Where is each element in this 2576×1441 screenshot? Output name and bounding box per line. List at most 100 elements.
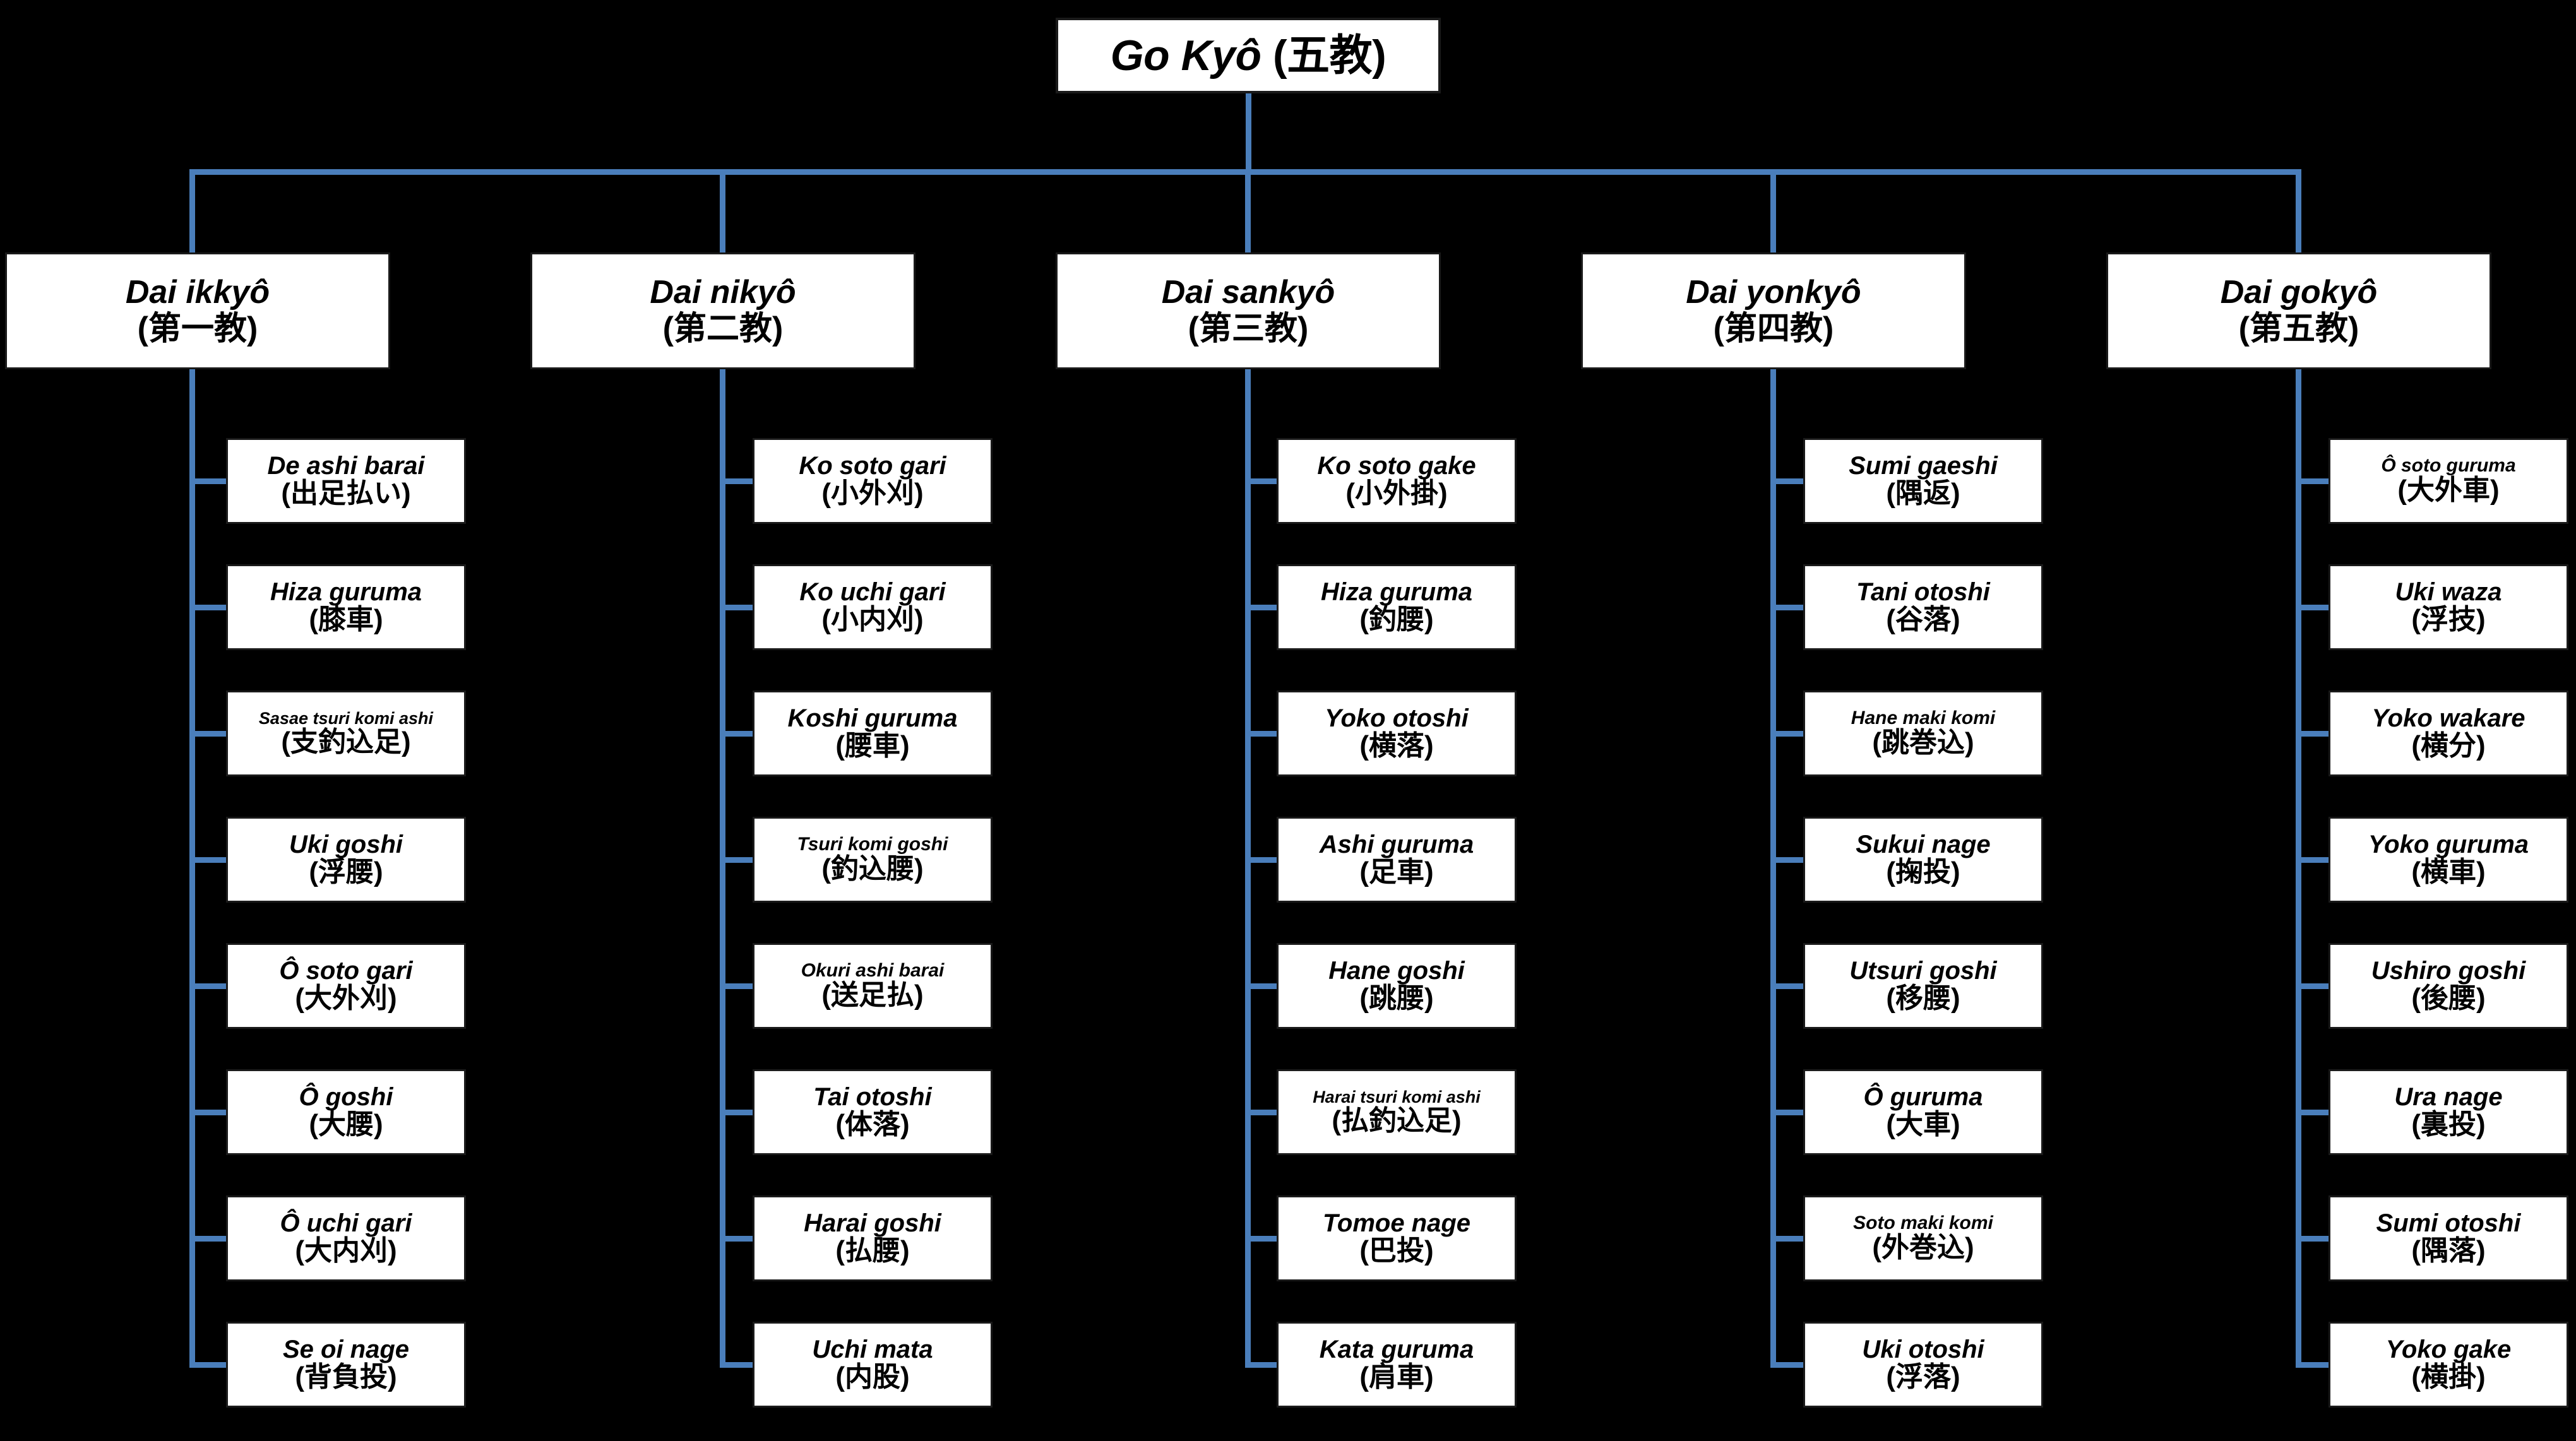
technique-node-5-4[interactable]: Yoko guruma(横車) [2329,817,2568,903]
technique-node-4-6[interactable]: Ô guruma(大車) [1803,1069,2043,1155]
category-node-2[interactable]: Dai nikyô(第二教) [530,252,915,369]
technique-node-3-4[interactable]: Ashi guruma(足車) [1277,817,1517,903]
technique-node-3-5[interactable]: Hane goshi(跳腰) [1277,943,1517,1029]
connector-stub-2-2 [720,605,753,610]
technique-node-5-8[interactable]: Yoko gake(横掛) [2329,1322,2568,1408]
technique-romaji-4-1: Sumi gaeshi [1849,452,1998,480]
connector-stub-4-2 [1770,605,1803,610]
technique-romaji-3-5: Hane goshi [1328,957,1465,985]
technique-node-1-2[interactable]: Hiza guruma(膝車) [226,564,466,650]
technique-romaji-4-3: Hane maki komi [1851,708,1996,729]
category-romaji-3: Dai sankyô [1161,274,1335,311]
technique-kanji-4-7: (外巻込) [1872,1232,1974,1264]
technique-romaji-3-7: Tomoe nage [1322,1209,1471,1238]
technique-kanji-4-8: (浮落) [1886,1361,1960,1393]
technique-node-5-7[interactable]: Sumi otoshi(隅落) [2329,1195,2568,1281]
connector-bus-to-category-4 [1770,169,1776,252]
technique-node-2-7[interactable]: Harai goshi(払腰) [753,1195,993,1281]
technique-kanji-5-3: (横分) [2411,730,2486,762]
technique-kanji-3-4: (足車) [1359,857,1434,888]
root-node-label: Go Kyô (五教) [1110,31,1386,80]
technique-node-1-5[interactable]: Ô soto gari(大外刈) [226,943,466,1029]
technique-kanji-2-4: (釣込腰) [821,853,924,885]
technique-node-4-3[interactable]: Hane maki komi(跳巻込) [1803,691,2043,776]
connector-stub-1-4 [189,857,226,863]
technique-romaji-5-8: Yoko gake [2385,1336,2512,1364]
connector-stub-3-8 [1245,1362,1277,1368]
category-node-5[interactable]: Dai gokyô(第五教) [2106,252,2491,369]
technique-node-4-5[interactable]: Utsuri goshi(移腰) [1803,943,2043,1029]
technique-node-2-3[interactable]: Koshi guruma(腰車) [753,691,993,776]
technique-node-1-3[interactable]: Sasae tsuri komi ashi(支釣込足) [226,691,466,776]
technique-node-1-1[interactable]: De ashi barai(出足払い) [226,438,466,524]
technique-node-5-5[interactable]: Ushiro goshi(後腰) [2329,943,2568,1029]
technique-node-3-6[interactable]: Harai tsuri komi ashi(払釣込足) [1277,1069,1517,1155]
connector-stub-4-8 [1770,1362,1803,1368]
technique-kanji-1-8: (背負投) [295,1361,397,1393]
technique-kanji-3-8: (肩車) [1359,1361,1434,1393]
technique-romaji-1-4: Uki goshi [289,831,403,859]
technique-node-3-2[interactable]: Hiza guruma(釣腰) [1277,564,1517,650]
connector-stub-3-1 [1245,478,1277,484]
category-node-3[interactable]: Dai sankyô(第三教) [1056,252,1441,369]
category-node-1[interactable]: Dai ikkyô(第一教) [5,252,390,369]
technique-node-5-6[interactable]: Ura nage(裏投) [2329,1069,2568,1155]
technique-node-1-6[interactable]: Ô goshi(大腰) [226,1069,466,1155]
connector-stub-1-3 [189,731,226,737]
technique-romaji-5-6: Ura nage [2394,1083,2503,1112]
technique-node-5-2[interactable]: Uki waza(浮技) [2329,564,2568,650]
technique-node-4-1[interactable]: Sumi gaeshi(隅返) [1803,438,2043,524]
technique-romaji-5-3: Yoko wakare [2371,704,2525,733]
connector-stub-5-6 [2296,1110,2329,1115]
category-node-4[interactable]: Dai yonkyô(第四教) [1581,252,1966,369]
technique-node-5-3[interactable]: Yoko wakare(横分) [2329,691,2568,776]
technique-node-3-3[interactable]: Yoko otoshi(横落) [1277,691,1517,776]
technique-node-2-5[interactable]: Okuri ashi barai(送足払) [753,943,993,1029]
connector-stub-3-5 [1245,983,1277,989]
technique-romaji-1-3: Sasae tsuri komi ashi [258,709,434,728]
connector-stub-3-3 [1245,731,1277,737]
technique-node-4-2[interactable]: Tani otoshi(谷落) [1803,564,2043,650]
technique-node-5-1[interactable]: Ô soto guruma(大外車) [2329,438,2568,524]
technique-kanji-3-1: (小外掛) [1345,478,1448,509]
technique-kanji-4-2: (谷落) [1886,604,1960,636]
connector-bus-to-category-3 [1245,169,1251,252]
root-node-go-kyo[interactable]: Go Kyô (五教) [1056,18,1441,93]
technique-romaji-1-5: Ô soto gari [279,957,413,985]
category-romaji-5: Dai gokyô [2220,274,2378,311]
connector-spine-3 [1245,369,1251,1368]
technique-node-3-8[interactable]: Kata guruma(肩車) [1277,1322,1517,1408]
technique-romaji-2-1: Ko soto gari [799,452,946,480]
technique-node-2-2[interactable]: Ko uchi gari(小内刈) [753,564,993,650]
technique-romaji-4-8: Uki otoshi [1862,1336,1984,1364]
technique-node-2-4[interactable]: Tsuri komi goshi(釣込腰) [753,817,993,903]
technique-node-2-6[interactable]: Tai otoshi(体落) [753,1069,993,1155]
technique-node-2-1[interactable]: Ko soto gari(小外刈) [753,438,993,524]
connector-stub-4-6 [1770,1110,1803,1115]
technique-node-4-7[interactable]: Soto maki komi(外巻込) [1803,1195,2043,1281]
technique-node-1-8[interactable]: Se oi nage(背負投) [226,1322,466,1408]
technique-node-2-8[interactable]: Uchi mata(内股) [753,1322,993,1408]
technique-kanji-2-6: (体落) [835,1109,910,1141]
technique-node-1-7[interactable]: Ô uchi gari(大内刈) [226,1195,466,1281]
technique-kanji-5-7: (隅落) [2411,1235,2486,1267]
technique-node-3-1[interactable]: Ko soto gake(小外掛) [1277,438,1517,524]
technique-node-3-7[interactable]: Tomoe nage(巴投) [1277,1195,1517,1281]
technique-romaji-5-4: Yoko guruma [2368,831,2529,859]
technique-node-4-8[interactable]: Uki otoshi(浮落) [1803,1322,2043,1408]
connector-stub-2-1 [720,478,753,484]
technique-kanji-1-6: (大腰) [309,1109,383,1141]
technique-kanji-2-5: (送足払) [821,980,924,1011]
connector-stub-2-8 [720,1362,753,1368]
connector-spine-1 [189,369,195,1368]
technique-romaji-3-1: Ko soto gake [1317,452,1476,480]
technique-kanji-5-8: (横掛) [2411,1361,2486,1393]
technique-node-1-4[interactable]: Uki goshi(浮腰) [226,817,466,903]
technique-kanji-5-2: (浮技) [2411,604,2486,636]
connector-stub-3-2 [1245,605,1277,610]
technique-node-4-4[interactable]: Sukui nage(掬投) [1803,817,2043,903]
technique-kanji-3-7: (巴投) [1359,1235,1434,1267]
technique-romaji-2-4: Tsuri komi goshi [797,834,948,855]
technique-kanji-1-3: (支釣込足) [281,726,411,758]
